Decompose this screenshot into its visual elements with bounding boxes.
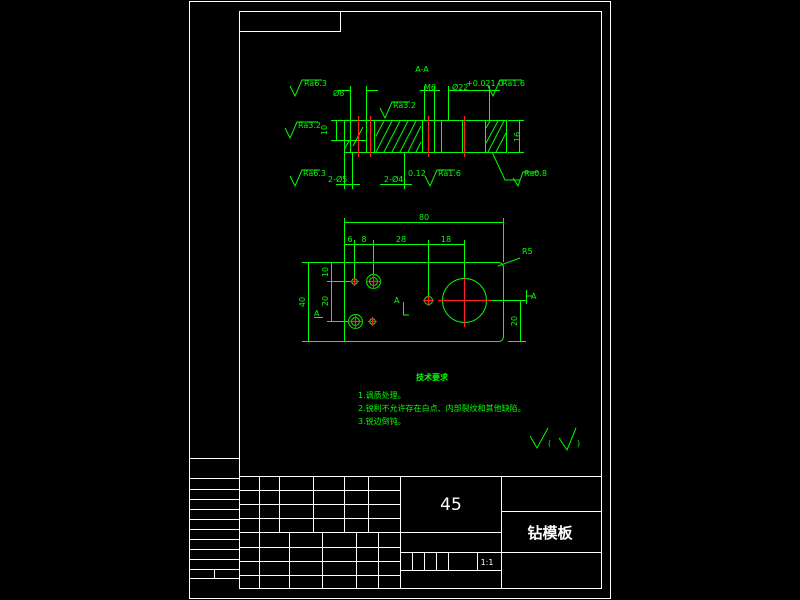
dim-d8: Ø8: [333, 88, 344, 98]
dim-height: 16: [513, 132, 522, 142]
dim-d4-tol: 0.12: [408, 169, 426, 178]
dim-2-d5: 2-Ø5: [328, 174, 347, 184]
title-block: [239, 476, 602, 589]
section-view-body: [343, 120, 507, 153]
tech-req-item-3: 3.锐边倒钝。: [358, 416, 406, 426]
roughness-4: Ra1.6: [502, 79, 525, 88]
part-name: 钻模板: [527, 524, 573, 542]
dim-m6: M6: [424, 83, 436, 92]
dim-8: 8: [361, 235, 366, 244]
dim-28: 28: [396, 235, 406, 244]
plan-centerlines: [348, 274, 492, 329]
roughness-6: Ra1.6: [438, 169, 461, 178]
section-mark-a-left: A: [394, 296, 400, 305]
plan-dims: [302, 218, 532, 342]
plan-view-body: [344, 262, 505, 342]
dim-height: 40: [298, 297, 307, 307]
roughness-1: Ra6.3: [304, 79, 327, 88]
roughness-3: Ra3.2: [298, 121, 321, 130]
tech-req-title: 技术要求: [416, 372, 449, 382]
section-mark-a-right: A: [531, 292, 537, 301]
section-centerlines: [357, 116, 466, 157]
default-roughness-symbol: [529, 427, 577, 452]
dim-radius: R5: [522, 247, 533, 256]
section-dims: [331, 86, 524, 189]
dim-18: 18: [441, 235, 451, 244]
finish-paren-open: (: [548, 439, 551, 448]
dim-h20-right: 20: [510, 316, 519, 326]
section-mark-a-lower: A: [314, 309, 320, 318]
finish-paren-close: ): [577, 439, 580, 448]
scale-label: 1:1: [481, 558, 494, 567]
roughness-5: Ra6.3: [303, 169, 326, 178]
tech-req-item-2: 2.锐利不允许存在白点、内部裂纹和其他缺陷。: [358, 403, 526, 413]
dim-2-d4: 2-Ø4: [384, 174, 403, 184]
dim-h10: 10: [321, 267, 330, 277]
dim-overall-length: 80: [419, 213, 429, 222]
sheet-frame: [189, 1, 611, 599]
dim-6: 6: [347, 235, 352, 244]
dim-thickness: 10: [320, 125, 329, 135]
roughness-2: Ra3.2: [393, 101, 416, 110]
section-label: A-A: [415, 65, 429, 74]
dim-h20: 20: [321, 296, 330, 306]
binding-strip: [189, 458, 240, 579]
material-label: 45: [440, 495, 462, 515]
dim-d22: Ø22: [452, 82, 468, 92]
roughness-symbols: [284, 79, 538, 188]
dim-d22-tol: +0.021 0: [466, 79, 503, 88]
tech-req-item-1: 1.调质处理。: [358, 390, 406, 400]
roughness-7: Ra0.8: [524, 169, 547, 178]
